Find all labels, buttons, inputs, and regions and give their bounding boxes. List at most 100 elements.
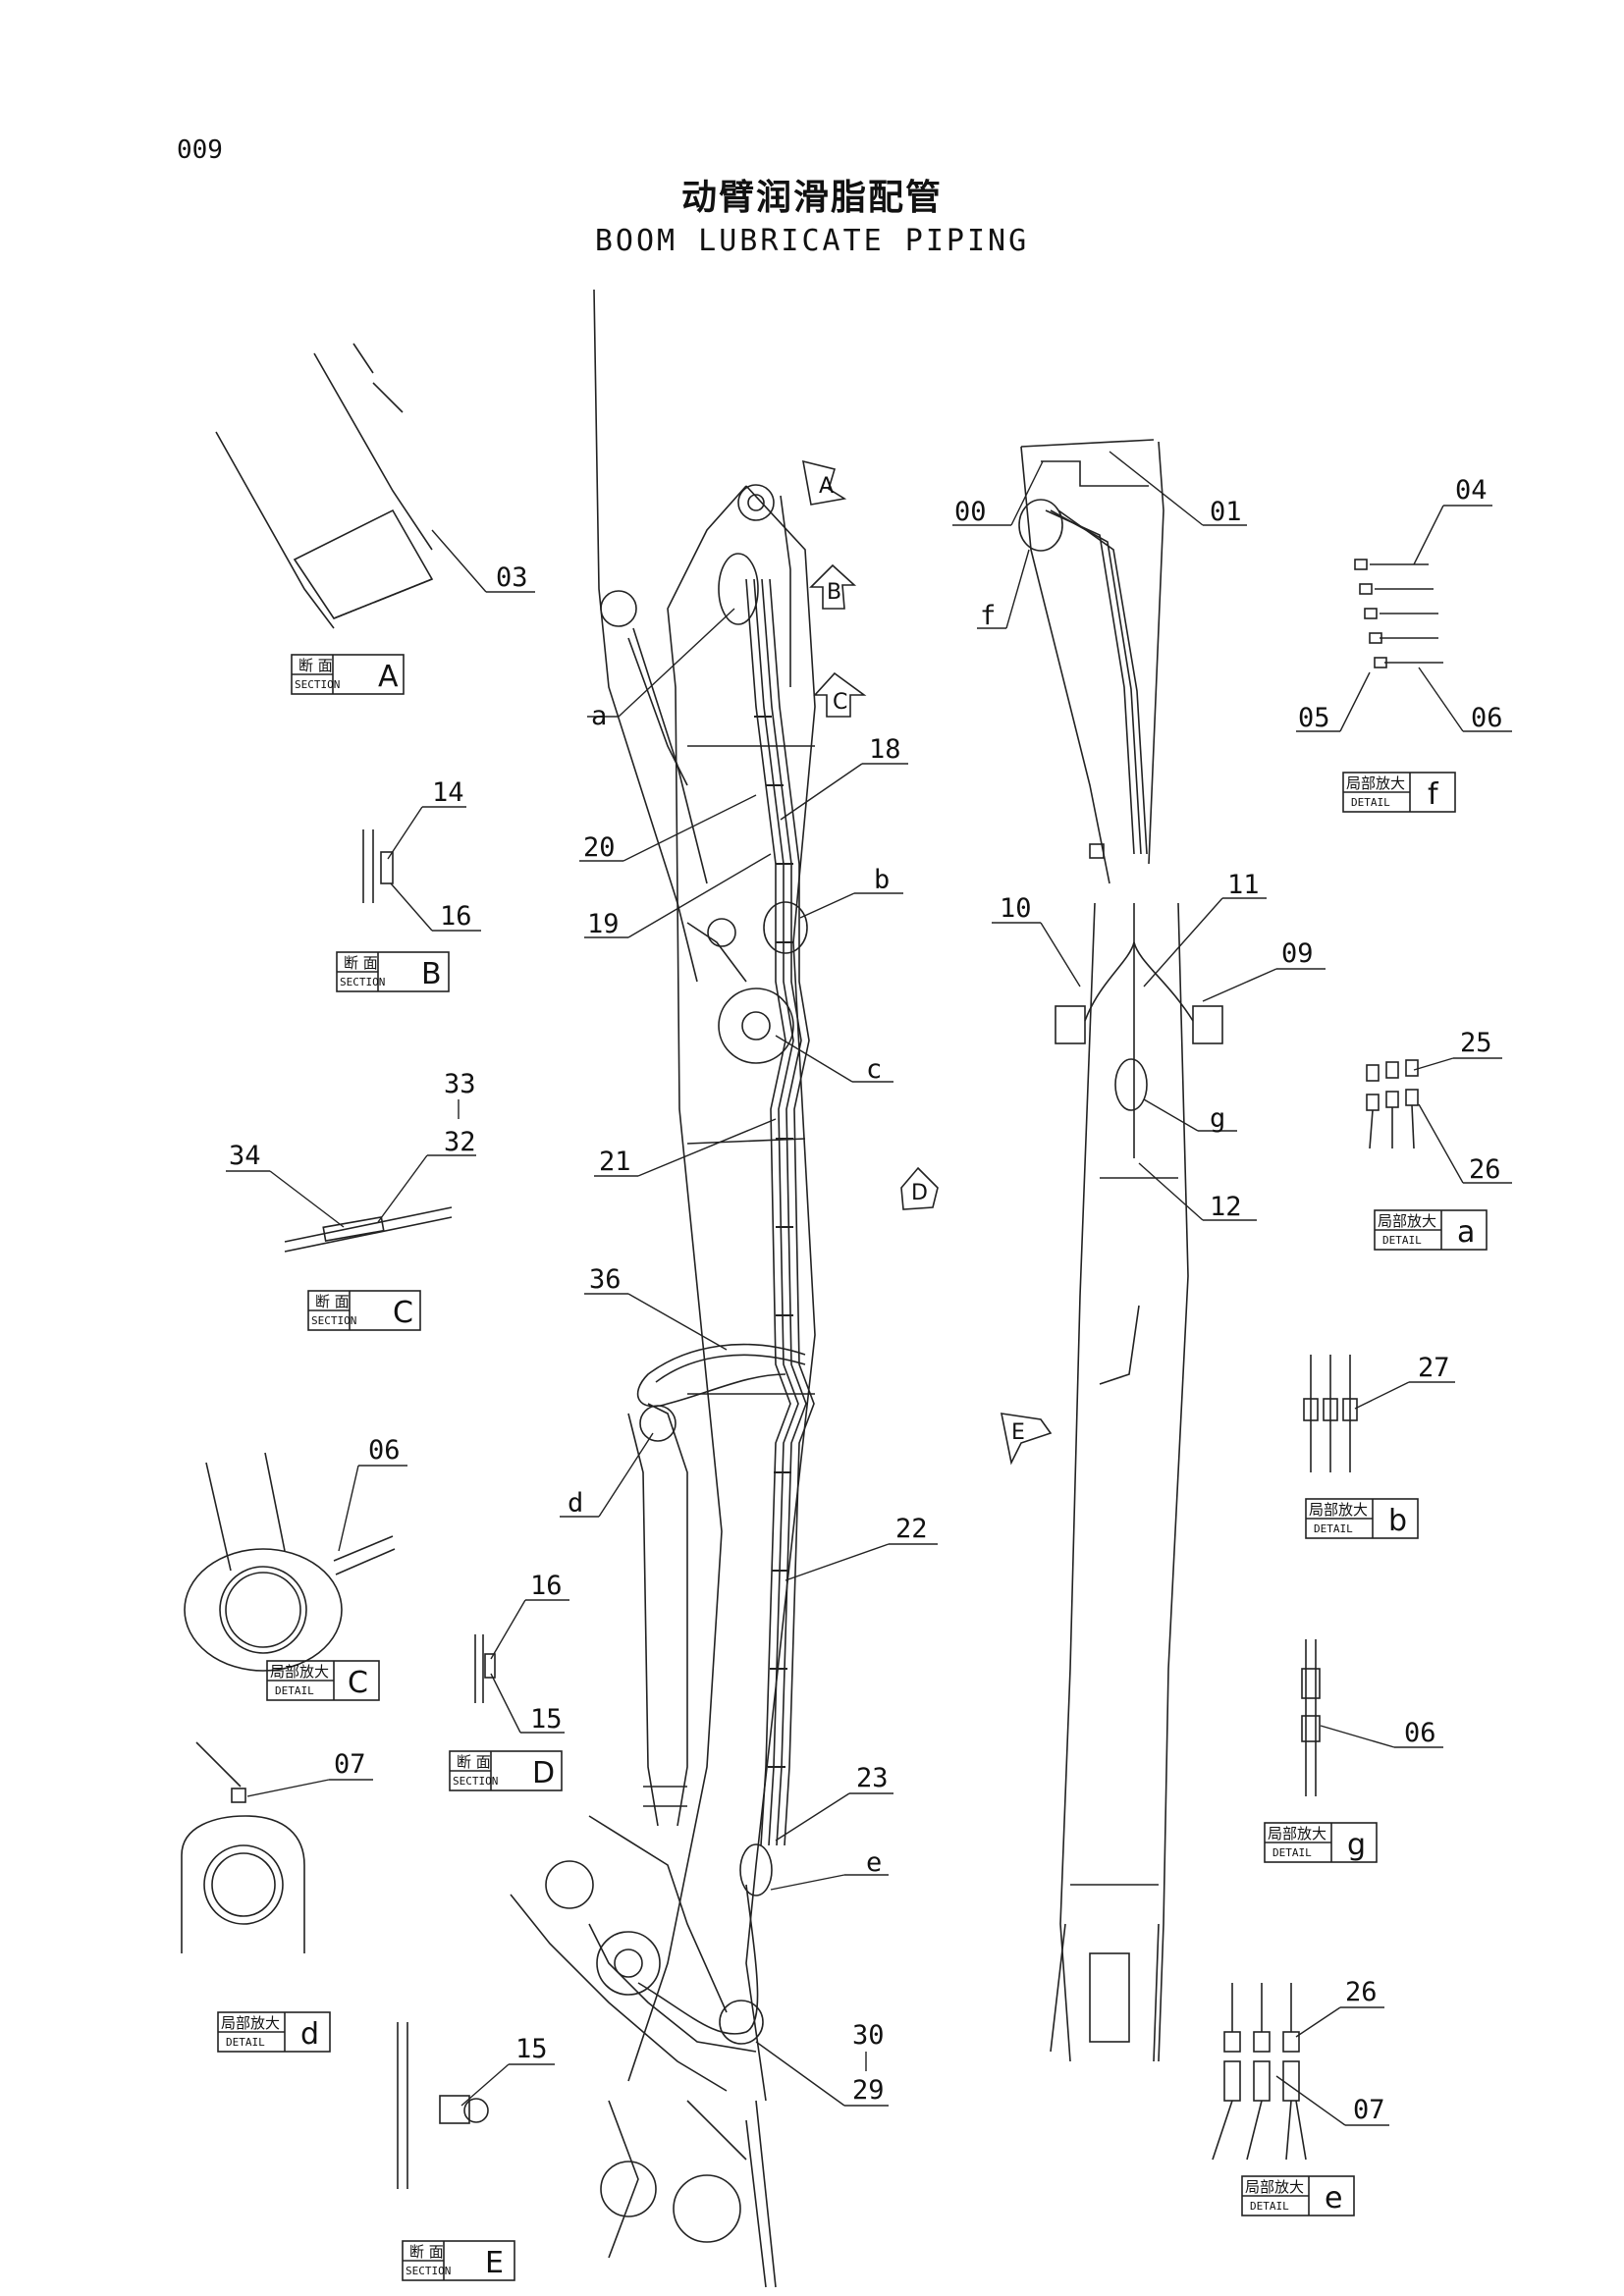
svg-text:26: 26 xyxy=(1345,1977,1378,2007)
detail-g-box: 局部放大 DETAIL g xyxy=(1264,1822,1378,1863)
svg-text:E: E xyxy=(1011,1420,1025,1445)
detail-c-drawing xyxy=(184,1452,396,1672)
detail-d-box: 局部放大 DETAIL d xyxy=(217,2011,331,2053)
section-c-box: 断 面 SECTION C xyxy=(307,1290,421,1331)
svg-text:SECTION: SECTION xyxy=(340,976,385,988)
callout-05: 05 xyxy=(1296,671,1371,733)
view-arrow-c: C xyxy=(813,671,867,718)
callout-letter-c: c xyxy=(775,1035,893,1085)
callout-34: 34 xyxy=(226,1141,345,1228)
label-boxes: 断 面 SECTION A 断 面 SECTION B 断 面 SECTION … xyxy=(217,654,1488,2281)
callout-19: 19 xyxy=(584,853,772,939)
svg-text:06: 06 xyxy=(368,1435,401,1466)
svg-text:g: g xyxy=(1347,1828,1366,1862)
svg-text:断 面: 断 面 xyxy=(315,1293,350,1310)
callout-06-detail-c: 06 xyxy=(338,1435,407,1552)
svg-text:局部放大: 局部放大 xyxy=(1245,2178,1304,2196)
detail-g-drawing xyxy=(1301,1639,1321,1796)
section-e-box: 断 面 SECTION E xyxy=(402,2240,515,2281)
svg-text:局部放大: 局部放大 xyxy=(1378,1212,1436,1230)
svg-text:d: d xyxy=(300,2017,319,2052)
callout-32: 32 xyxy=(377,1127,476,1223)
callout-letter-a: a xyxy=(587,608,735,731)
callout-15-section-d: 15 xyxy=(490,1673,565,1735)
svg-text:B: B xyxy=(421,957,442,991)
svg-text:32: 32 xyxy=(444,1127,476,1157)
callout-16-section-d: 16 xyxy=(490,1571,569,1660)
detail-e-drawing xyxy=(1212,1983,1307,2161)
view-arrow-a: A xyxy=(801,459,847,506)
svg-text:局部放大: 局部放大 xyxy=(1346,774,1405,792)
svg-text:30: 30 xyxy=(852,2020,885,2051)
callout-22: 22 xyxy=(785,1514,938,1581)
svg-text:10: 10 xyxy=(1000,893,1032,924)
svg-text:25: 25 xyxy=(1460,1028,1492,1058)
svg-text:C: C xyxy=(348,1666,368,1700)
svg-text:21: 21 xyxy=(599,1147,631,1177)
callout-36: 36 xyxy=(584,1264,728,1351)
svg-text:11: 11 xyxy=(1227,870,1260,900)
svg-text:09: 09 xyxy=(1281,938,1314,969)
svg-text:DETAIL: DETAIL xyxy=(1250,2200,1289,2213)
callout-26-detail-a: 26 xyxy=(1418,1103,1512,1185)
callout-14: 14 xyxy=(387,777,466,860)
svg-text:04: 04 xyxy=(1455,475,1488,506)
section-e-drawing xyxy=(397,2022,489,2189)
title-english: BOOM LUBRICATE PIPING xyxy=(594,224,1030,258)
svg-text:36: 36 xyxy=(589,1264,622,1295)
svg-text:06: 06 xyxy=(1404,1718,1436,1748)
callout-letter-g: g xyxy=(1143,1098,1237,1134)
callout-09: 09 xyxy=(1202,938,1326,1002)
svg-text:07: 07 xyxy=(1353,2095,1385,2125)
callout-15-section-e: 15 xyxy=(460,2034,555,2107)
callout-18: 18 xyxy=(780,734,908,821)
svg-text:d: d xyxy=(568,1488,583,1519)
svg-text:b: b xyxy=(1388,1504,1407,1538)
svg-text:19: 19 xyxy=(587,909,620,939)
detail-c-box: 局部放大 DETAIL C xyxy=(266,1660,380,1701)
svg-text:14: 14 xyxy=(432,777,464,808)
svg-text:15: 15 xyxy=(515,2034,548,2064)
callout-33: 33 xyxy=(444,1069,476,1119)
detail-b-box: 局部放大 DETAIL b xyxy=(1305,1498,1419,1539)
callout-07-detail-d: 07 xyxy=(246,1749,373,1797)
detail-a-drawing xyxy=(1366,1059,1419,1149)
svg-text:a: a xyxy=(1457,1215,1475,1250)
svg-text:DETAIL: DETAIL xyxy=(226,2036,265,2049)
callout-26-detail-e: 26 xyxy=(1295,1977,1384,2038)
svg-text:C: C xyxy=(833,690,847,715)
side-view-drawing xyxy=(1018,439,1223,2062)
svg-text:断 面: 断 面 xyxy=(457,1753,491,1771)
svg-text:局部放大: 局部放大 xyxy=(221,2014,280,2032)
view-arrows: A B C D E xyxy=(801,459,1053,1466)
callout-10: 10 xyxy=(992,893,1081,988)
svg-text:DETAIL: DETAIL xyxy=(1314,1522,1353,1535)
svg-text:局部放大: 局部放大 xyxy=(1309,1501,1368,1519)
callout-04: 04 xyxy=(1413,475,1492,565)
svg-text:SECTION: SECTION xyxy=(453,1775,498,1788)
callout-27: 27 xyxy=(1354,1353,1455,1410)
svg-text:15: 15 xyxy=(530,1704,563,1735)
callout-06-detail-f: 06 xyxy=(1418,667,1512,733)
svg-text:33: 33 xyxy=(444,1069,476,1099)
callout-23: 23 xyxy=(775,1763,893,1842)
callout-letter-b: b xyxy=(799,865,903,919)
svg-text:e: e xyxy=(1325,2181,1342,2216)
svg-text:B: B xyxy=(827,580,841,605)
svg-text:E: E xyxy=(485,2246,504,2280)
svg-text:D: D xyxy=(911,1181,928,1205)
svg-text:D: D xyxy=(532,1756,555,1790)
section-d-drawing xyxy=(474,1634,496,1703)
svg-text:DETAIL: DETAIL xyxy=(1351,796,1390,809)
view-arrow-b: B xyxy=(809,563,857,610)
callout-29: 29 xyxy=(755,2041,889,2107)
detail-f-drawing xyxy=(1354,559,1443,668)
callout-letter-f: f xyxy=(977,549,1030,631)
svg-text:DETAIL: DETAIL xyxy=(1272,1846,1312,1859)
callout-12: 12 xyxy=(1138,1162,1257,1222)
main-boom-drawing xyxy=(510,289,816,2288)
callout-letter-d: d xyxy=(560,1432,654,1519)
section-a-drawing xyxy=(215,343,434,629)
svg-text:C: C xyxy=(393,1296,413,1330)
